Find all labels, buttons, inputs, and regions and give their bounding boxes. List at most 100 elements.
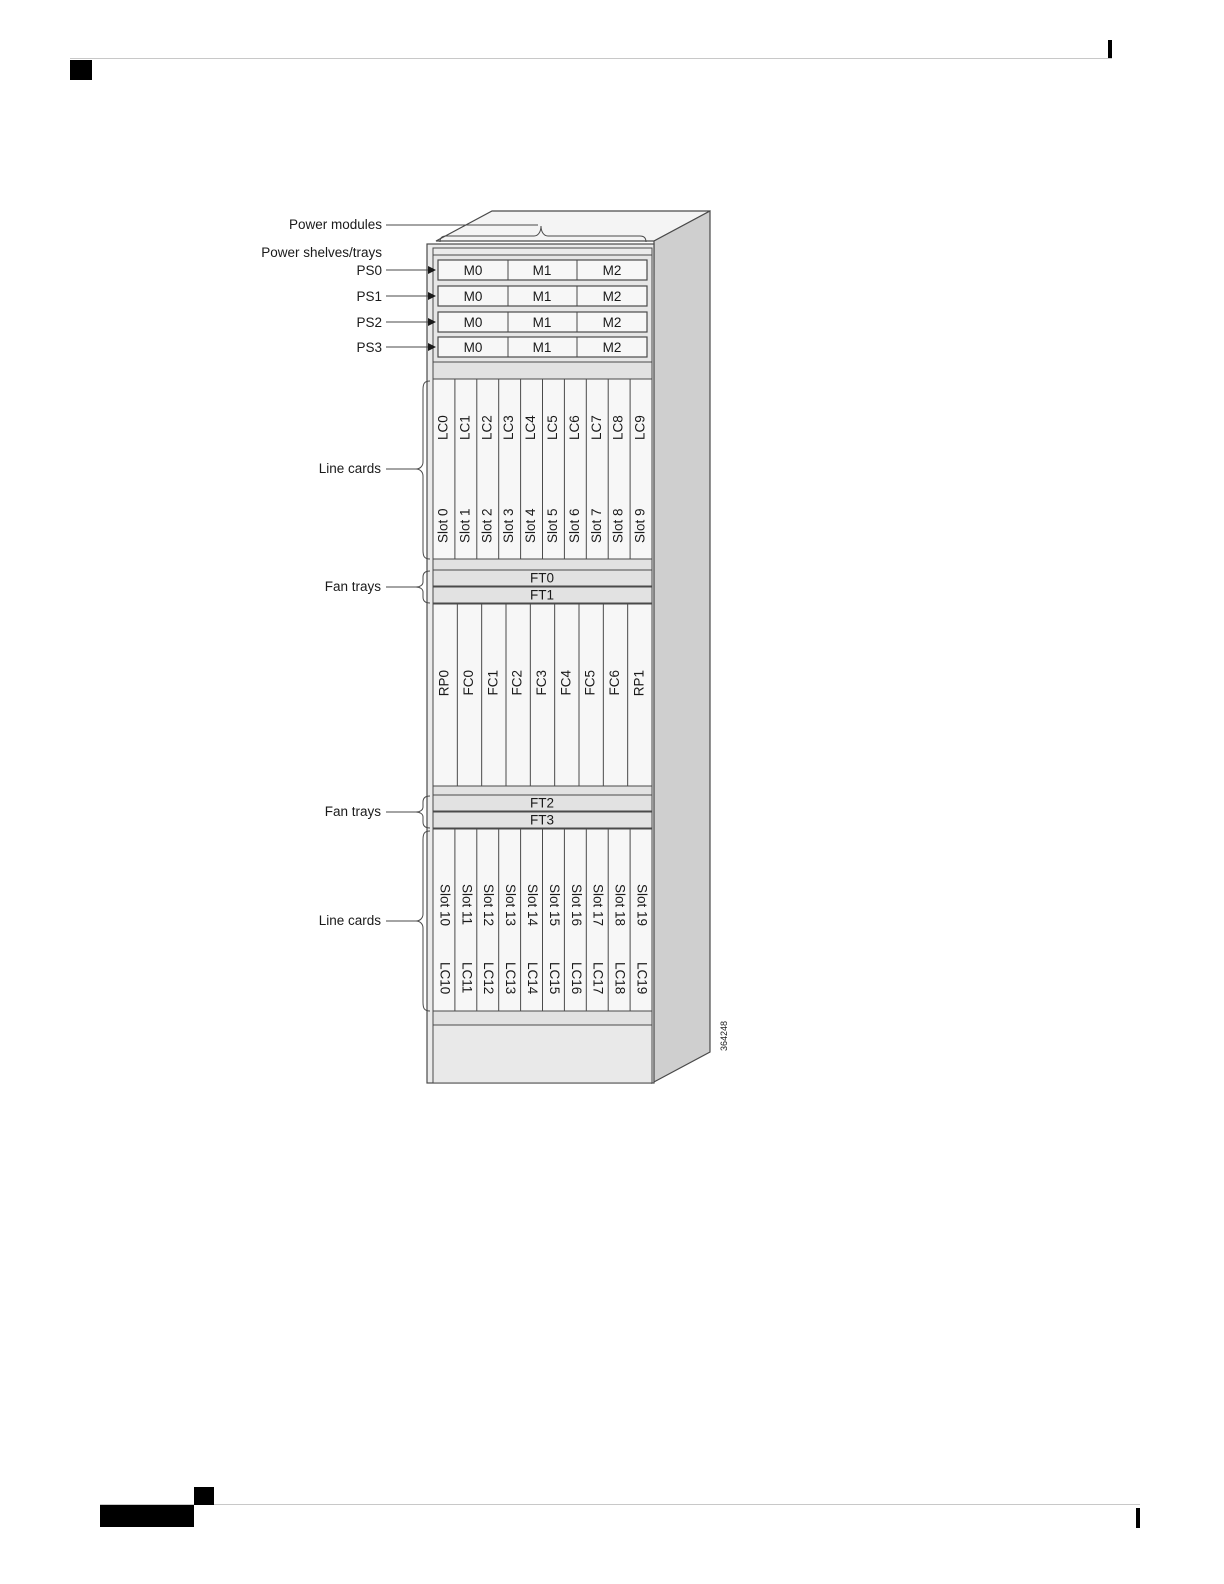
power-shelf-ps2 xyxy=(437,311,648,333)
line-card-label: LC6 xyxy=(567,415,582,440)
power-module-label: M0 xyxy=(464,315,483,330)
slot-label: Slot 8 xyxy=(611,508,626,543)
power-module-label: M2 xyxy=(603,263,622,278)
power-module-label: M2 xyxy=(603,289,622,304)
line-card-label: LC18 xyxy=(613,962,628,994)
power-module-label: M1 xyxy=(533,340,552,355)
blank-panel-upper xyxy=(432,361,653,380)
spacer-panel xyxy=(432,785,653,796)
line-card-label: LC14 xyxy=(525,962,540,995)
footer-rule xyxy=(100,1504,1140,1505)
fan-tray-label: FT1 xyxy=(530,588,554,603)
arrow-icon xyxy=(428,318,436,326)
power-shelf-ps3 xyxy=(437,336,648,358)
fan-trays-top-brace xyxy=(415,570,431,604)
fabric-card-label: FC6 xyxy=(607,670,622,696)
line-card-label: LC19 xyxy=(634,962,649,994)
fabric-card-label: RP1 xyxy=(631,670,646,696)
fan-tray-label: FT2 xyxy=(530,796,554,811)
power-shelf-callout-ps3: PS3 xyxy=(356,340,382,355)
power-shelf-callout-ps2: PS2 xyxy=(356,315,382,330)
power-shelf-ps1 xyxy=(437,285,648,307)
footer-marker xyxy=(194,1487,214,1505)
power-module-label: M1 xyxy=(533,289,552,304)
line-card-label: LC5 xyxy=(545,415,560,440)
slot-label: Slot 16 xyxy=(569,884,584,926)
arrow-icon xyxy=(428,292,436,300)
slot-label: Slot 0 xyxy=(436,508,451,543)
line-card-label: LC2 xyxy=(479,415,494,440)
chassis-base xyxy=(432,1024,653,1084)
line-card-label: LC1 xyxy=(457,415,472,440)
fan-tray-ft2 xyxy=(432,794,653,812)
fan-tray-ft0 xyxy=(432,569,653,587)
fabric-card-label: RP0 xyxy=(437,670,452,696)
chassis-side xyxy=(651,209,711,1085)
power-modules-brace xyxy=(439,225,647,243)
power-module-label: M1 xyxy=(533,315,552,330)
line-card-label: LC4 xyxy=(523,415,538,440)
line-card-label: LC15 xyxy=(547,962,562,994)
slot-label: Slot 9 xyxy=(633,508,648,543)
fan-trays-bottom-brace xyxy=(415,795,431,829)
power-module-label: M2 xyxy=(603,315,622,330)
slot-label: Slot 13 xyxy=(503,884,518,926)
power-shelf-ps0 xyxy=(437,259,648,281)
blank-panel-lower xyxy=(432,1010,653,1026)
slot-label: Slot 2 xyxy=(479,508,494,543)
slot-label: Slot 6 xyxy=(567,508,582,543)
footer-tick xyxy=(1136,1508,1140,1528)
line-card-label: LC17 xyxy=(591,962,606,994)
fan-tray-ft3 xyxy=(432,811,653,829)
slot-label: Slot 10 xyxy=(437,884,452,926)
figure-id: 364248 xyxy=(719,1021,729,1051)
fc-group-frame xyxy=(432,603,653,787)
callout-fan-trays-top: Fan trays xyxy=(325,579,382,594)
line-card-label: LC10 xyxy=(437,962,452,994)
fabric-card-label: FC3 xyxy=(534,670,549,696)
fabric-card-label: FC2 xyxy=(510,670,525,696)
power-module-label: M1 xyxy=(533,263,552,278)
line-card-label: LC0 xyxy=(436,415,451,440)
footer-page-tab xyxy=(100,1505,194,1527)
line-card-label: LC9 xyxy=(633,415,648,440)
fabric-card-label: FC5 xyxy=(583,670,598,696)
slot-label: Slot 15 xyxy=(547,884,562,926)
line-card-label: LC7 xyxy=(589,415,604,440)
line-card-label: LC13 xyxy=(503,962,518,994)
line-card-label: LC8 xyxy=(611,415,626,440)
power-module-label: M0 xyxy=(464,340,483,355)
slot-label: Slot 5 xyxy=(545,508,560,543)
header-tick xyxy=(1108,40,1112,58)
fan-tray-ft1 xyxy=(432,586,653,604)
header-rule xyxy=(70,58,1112,59)
slot-label: Slot 4 xyxy=(523,508,538,543)
slot-label: Slot 17 xyxy=(591,884,606,926)
power-module-label: M0 xyxy=(464,289,483,304)
slot-label: Slot 12 xyxy=(481,884,496,926)
fabric-card-label: FC0 xyxy=(461,670,476,696)
slot-label: Slot 11 xyxy=(459,884,474,925)
arrow-icon xyxy=(428,343,436,351)
slot-label: Slot 7 xyxy=(589,508,604,543)
power-shelf-callout-ps1: PS1 xyxy=(356,289,382,304)
line-card-label: LC12 xyxy=(481,962,496,994)
power-module-label: M0 xyxy=(464,263,483,278)
line-cards-bottom-brace xyxy=(415,830,431,1012)
callout-power-shelves: Power shelves/trays xyxy=(261,245,382,260)
callout-power-modules: Power modules xyxy=(289,217,382,232)
slot-label: Slot 3 xyxy=(501,508,516,543)
callout-line-cards-bottom: Line cards xyxy=(319,913,382,928)
fabric-card-label: FC4 xyxy=(558,670,573,696)
slot-label: Slot 19 xyxy=(634,884,649,926)
fan-tray-label: FT3 xyxy=(530,813,554,828)
slot-label: Slot 1 xyxy=(457,508,472,543)
